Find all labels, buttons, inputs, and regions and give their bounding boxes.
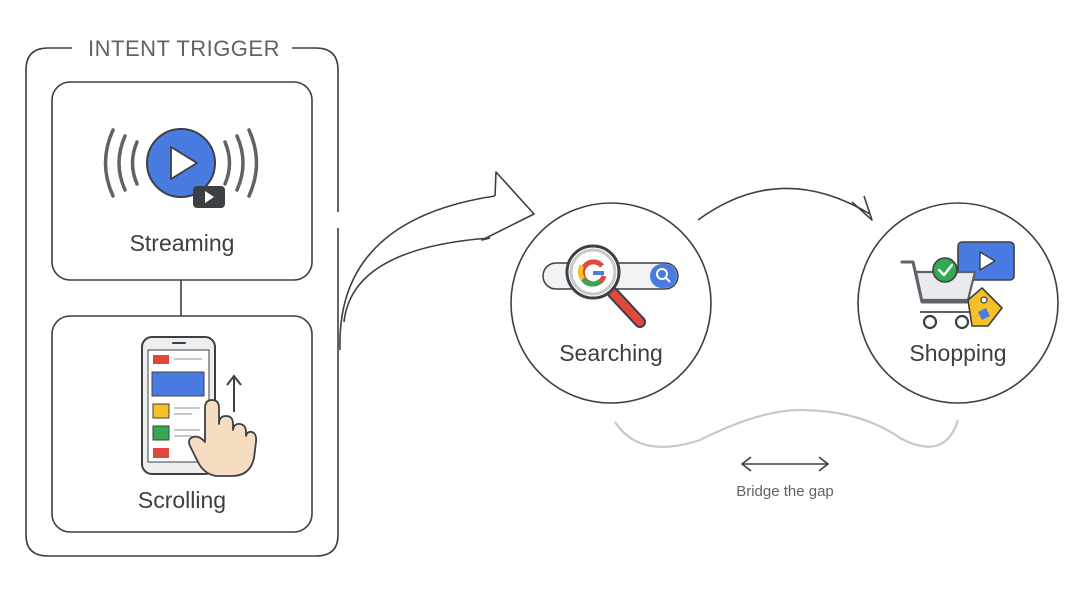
shopping-cart-icon (900, 241, 1015, 330)
searching-label: Searching (559, 340, 663, 366)
shopping-label: Shopping (909, 340, 1007, 366)
intent-trigger-title: INTENT TRIGGER (78, 36, 290, 62)
gap-wave (614, 408, 960, 448)
scrolling-label: Scrolling (137, 487, 227, 513)
arrow-to-shopping (697, 187, 871, 221)
bridge-caption: Bridge the gap (736, 483, 834, 500)
double-arrow-icon (740, 456, 830, 472)
phone-scroll-hand-icon (141, 336, 258, 477)
curved-arrow-to-searching (339, 171, 535, 351)
search-magnifier-icon (542, 244, 679, 328)
streaming-label: Streaming (129, 230, 235, 256)
searching-circle (510, 202, 712, 404)
intent-trigger-frame (25, 47, 339, 557)
video-play-broadcast-icon (103, 128, 259, 208)
